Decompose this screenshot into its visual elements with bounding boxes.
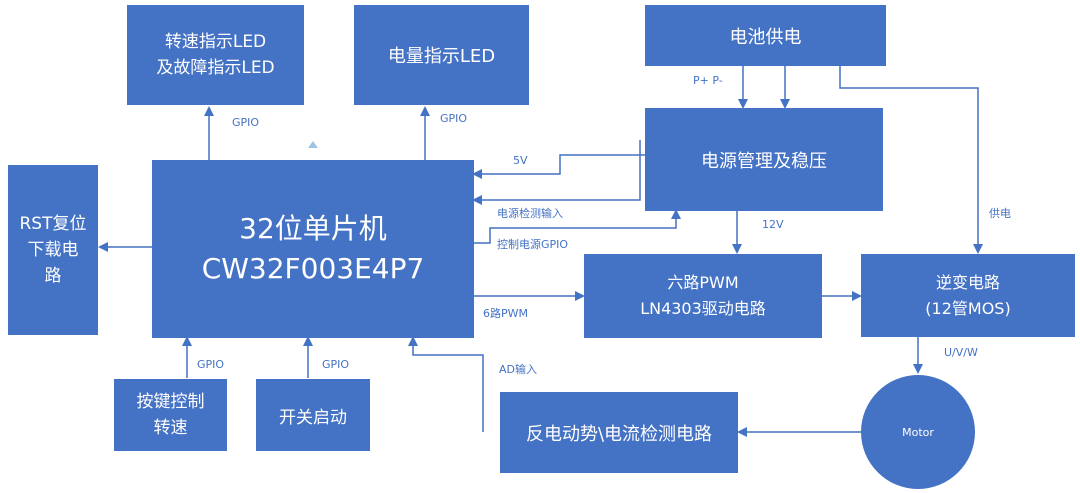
ad-input-label: AD输入 — [499, 363, 537, 376]
led-speed-fault-label: 转速指示LED 及故障指示LED — [156, 32, 275, 78]
emf-sense-label: 反电动势\电流检测电路 — [525, 423, 713, 445]
arrow-ad-input — [408, 336, 484, 432]
supply-label: 供电 — [989, 207, 1011, 220]
rst-box: RST复位 下载电 路 — [8, 165, 98, 335]
motor-label: Motor — [902, 425, 934, 439]
p-terminals-label: P+ P- — [693, 74, 723, 87]
key-box: 按键控制 转速 — [114, 379, 227, 451]
led-speed-fault-box: 转速指示LED 及故障指示LED — [127, 5, 304, 105]
inverter-label: 逆变电路 (12管MOS) — [925, 272, 1011, 318]
motor-circle — [861, 375, 975, 489]
switch-label: 开关启动 — [279, 407, 347, 428]
gpio-key-label: GPIO — [197, 358, 225, 371]
power-mgmt-box: 电源管理及稳压 — [645, 108, 883, 211]
arrow-5v-to-mcu — [472, 154, 645, 179]
battery-label: 电池供电 — [729, 26, 802, 48]
motor-label-box: Motor — [878, 422, 958, 442]
ctrl-power-gpio-label: 控制电源GPIO — [497, 238, 569, 251]
mcu-box: 32位单片机 CW32F003E4P7 — [152, 160, 474, 338]
v12-label: 12V — [762, 218, 784, 231]
gpio-led1-label: GPIO — [232, 116, 260, 129]
emf-sense-box: 反电动势\电流检测电路 — [500, 392, 738, 473]
arrow-battery-to-inverter — [839, 66, 983, 254]
power-detect-label: 电源检测输入 — [497, 207, 563, 220]
pwm-driver-box: 六路PWM LN4303驱动电路 — [584, 254, 822, 338]
key-label: 按键控制 转速 — [136, 392, 205, 438]
mcu-label: 32位单片机 CW32F003E4P7 — [201, 212, 425, 285]
inverter-box: 逆变电路 (12管MOS) — [861, 254, 1075, 337]
pwm6-label: 6路PWM — [483, 307, 528, 320]
switch-box: 开关启动 — [256, 379, 370, 451]
gpio-switch-label: GPIO — [322, 358, 350, 371]
small-triangle-mark — [308, 141, 318, 148]
led-power-label: 电量指示LED — [387, 46, 496, 67]
uvw-label: U/V/W — [944, 346, 978, 359]
rst-label: RST复位 下载电 路 — [19, 214, 87, 286]
battery-box: 电池供电 — [645, 5, 886, 66]
led-power-box: 电量指示LED — [354, 5, 529, 105]
gpio-led2-label: GPIO — [440, 112, 468, 125]
power-mgmt-label: 电源管理及稳压 — [701, 150, 827, 172]
v5-label: 5V — [513, 154, 528, 167]
pwm-driver-label: 六路PWM LN4303驱动电路 — [640, 273, 766, 318]
arrow-ctrl-power-gpio — [474, 209, 681, 244]
arrow-power-detect — [472, 140, 641, 205]
